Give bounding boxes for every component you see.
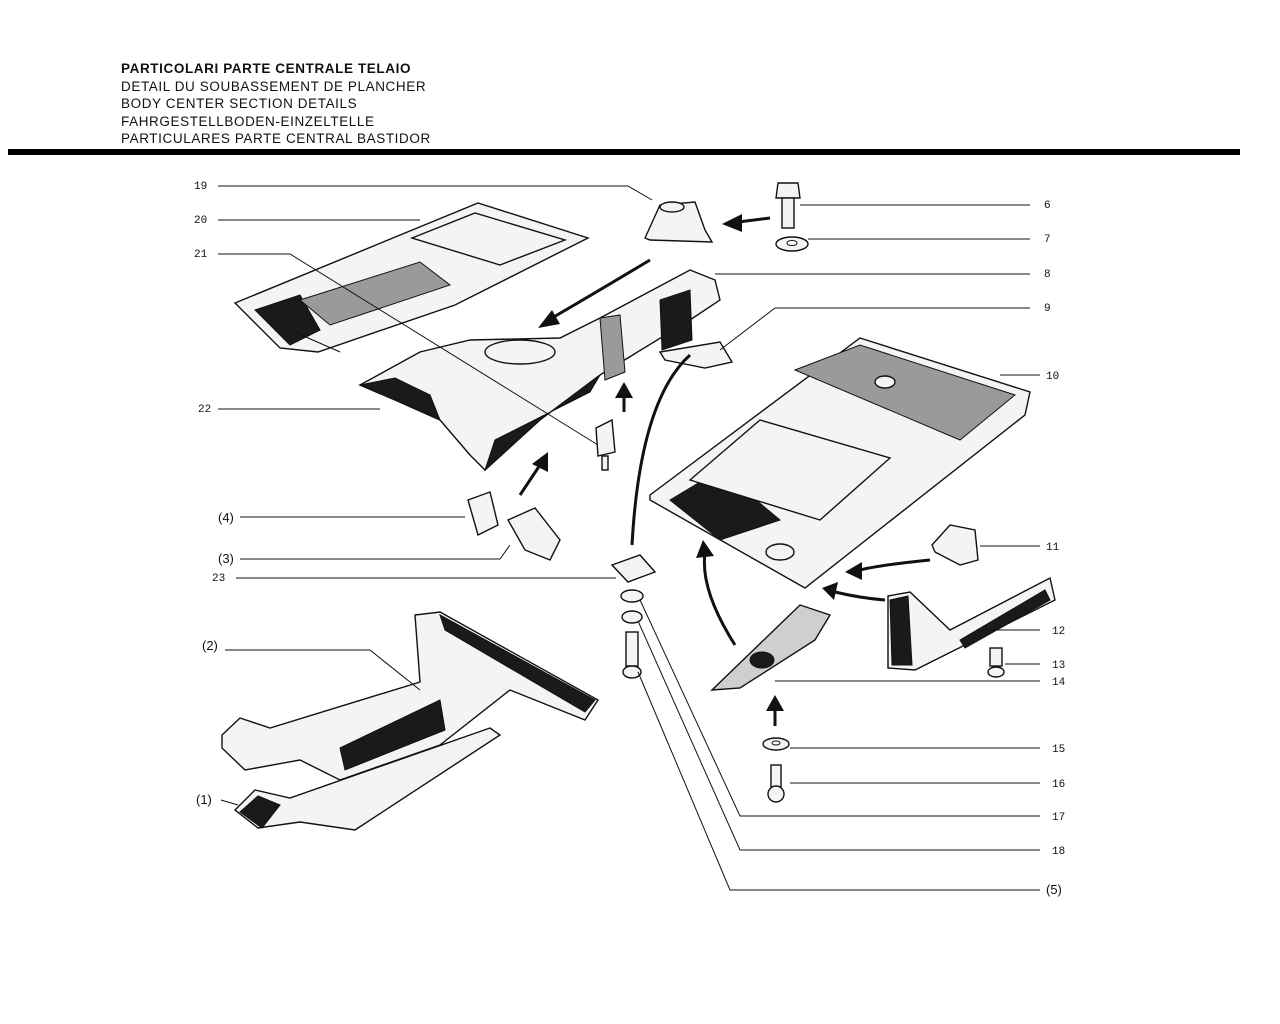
central-tunnel (358, 269, 721, 472)
washer-18 (621, 610, 643, 624)
washer-7 (775, 236, 809, 252)
clip-4 (467, 491, 499, 537)
callout-17: 17 (1052, 812, 1065, 824)
callout-13: 13 (1052, 660, 1065, 672)
title-block: PARTICOLARI PARTE CENTRALE TELAIO DETAIL… (121, 60, 641, 148)
pad-14 (710, 604, 832, 691)
title-italian: PARTICOLARI PARTE CENTRALE TELAIO (121, 61, 412, 76)
callout-14: 14 (1052, 677, 1066, 689)
left-floor-pan (233, 202, 590, 353)
screw-13 (987, 647, 1005, 678)
washer-15 (762, 737, 790, 751)
header-rule (8, 149, 1240, 155)
bracket-9 (658, 341, 734, 369)
callout-9: 9 (1044, 303, 1051, 315)
bracket-12 (887, 576, 1056, 671)
callout-1: (1) (196, 792, 212, 807)
callout-16: 16 (1052, 779, 1065, 791)
assembly-arrows (518, 214, 931, 726)
callout-15: 15 (1052, 744, 1065, 756)
title-german: FAHRGESTELLBODEN-EINZELTELLE (121, 113, 375, 129)
bolt-5 (622, 631, 642, 679)
title-english: BODY CENTER SECTION DETAILS (121, 96, 358, 111)
callout-5: (5) (1046, 882, 1062, 897)
right-floor-pan (649, 337, 1031, 589)
callout-6: 6 (1044, 200, 1051, 212)
bracket-11 (931, 524, 979, 566)
callout-19: 19 (194, 181, 207, 193)
callout-4: (4) (218, 510, 234, 525)
washer-17 (620, 589, 644, 603)
clip-3 (507, 507, 561, 561)
callout-12: 12 (1052, 626, 1065, 638)
callout-2: (2) (202, 638, 218, 653)
callout-11: 11 (1046, 542, 1060, 554)
stud-21 (595, 418, 616, 471)
callout-22: 22 (198, 404, 211, 416)
callout-10: 10 (1046, 371, 1059, 383)
callout-8: 8 (1044, 269, 1051, 281)
clip-23 (610, 554, 657, 583)
sill-1 (233, 727, 502, 831)
callout-23: 23 (212, 573, 225, 585)
leader-lines (218, 185, 1040, 891)
bolt-6 (775, 182, 801, 229)
callout-20: 20 (194, 215, 207, 227)
callout-18: 18 (1052, 846, 1065, 858)
callout-21: 21 (194, 249, 208, 261)
cap-19 (644, 201, 714, 243)
title-french: DETAIL DU SOUBASSEMENT DE PLANCHER (121, 78, 427, 94)
title-spanish: PARTICULARES PARTE CENTRAL BASTIDOR (121, 131, 431, 146)
callout-3: (3) (218, 551, 234, 566)
callout-7: 7 (1044, 234, 1051, 246)
side-member-2 (221, 611, 599, 781)
screw-16 (767, 764, 785, 803)
